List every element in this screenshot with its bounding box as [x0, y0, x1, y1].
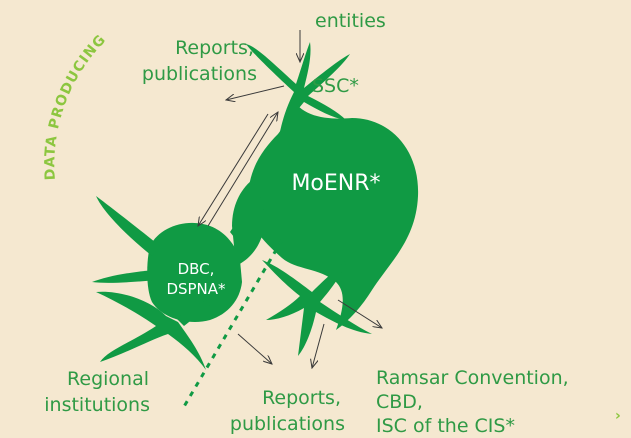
ramsar-star-node [262, 258, 372, 356]
regional-node [96, 291, 210, 370]
label-dbc-1: DBC, [178, 260, 215, 278]
label-dbc-2: DSPNA* [166, 280, 226, 298]
label-entities: entities [315, 10, 386, 32]
arc-label: DATA PRODUCING [42, 32, 109, 181]
arc-fragment-bottom-right: › [615, 408, 622, 424]
label-reports-bottom-2: publications [230, 413, 345, 435]
arrow-node-to-reports [312, 323, 325, 368]
label-moenr: MoENR* [291, 171, 380, 196]
arrow-dbc-to-reports [237, 333, 272, 364]
label-reports-top-1: Reports, [175, 37, 254, 59]
label-reports-top-2: publications [142, 63, 257, 85]
label-ramsar-3: ISC of the CIS* [376, 415, 515, 437]
arrow-ssc-to-reports [226, 85, 285, 100]
label-ssc: SSC* [312, 75, 359, 97]
label-regional-2: institutions [44, 394, 150, 416]
label-ramsar-2: CBD, [376, 391, 423, 413]
arrow-ssc-to-dbc [198, 113, 269, 226]
dbc-node [92, 180, 265, 322]
arrow-node-to-ramsar [337, 299, 382, 328]
moenr-node [248, 96, 419, 330]
label-reports-bottom-1: Reports, [262, 387, 341, 409]
ssc-node [246, 42, 350, 150]
label-regional-1: Regional [67, 368, 149, 390]
label-ramsar-1: Ramsar Convention, [376, 367, 569, 389]
arrow-dbc-to-ssc [207, 112, 278, 227]
